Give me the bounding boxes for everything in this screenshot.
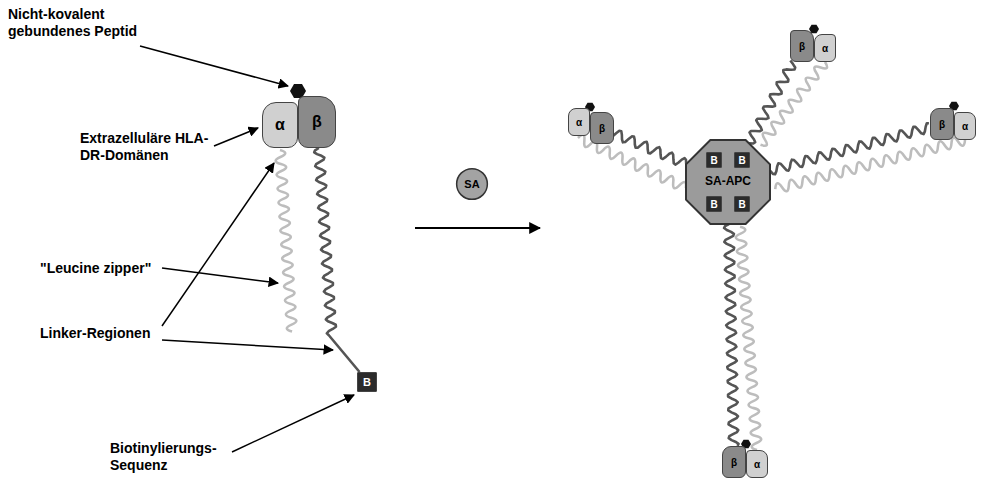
node-label: SA bbox=[464, 178, 479, 190]
part-label: Biotinylierungs- Sequenz bbox=[110, 440, 235, 474]
alpha-domain: α bbox=[568, 108, 590, 136]
reaction-arrow bbox=[415, 227, 540, 229]
part-label: "Leucine zipper" bbox=[40, 260, 160, 277]
leader-line bbox=[140, 46, 288, 86]
biotin-tag: B bbox=[706, 152, 722, 168]
alpha-zipper-strand bbox=[275, 150, 297, 332]
node-label: SA-APC bbox=[705, 175, 751, 188]
node-label: B bbox=[710, 155, 717, 166]
leader-line bbox=[162, 340, 333, 350]
leader-line bbox=[162, 163, 274, 326]
beta-domain: β bbox=[722, 446, 746, 478]
alpha-domain: α bbox=[262, 102, 298, 148]
node-label: B bbox=[710, 199, 717, 210]
biotin-tag: B bbox=[734, 196, 750, 212]
alpha-zipper-strand bbox=[757, 59, 829, 148]
biotin-tag: B bbox=[357, 372, 377, 392]
beta-zipper-strand bbox=[770, 123, 929, 174]
alpha-domain: α bbox=[954, 112, 976, 140]
node-label: β bbox=[599, 123, 605, 134]
beta-domain: β bbox=[930, 108, 954, 140]
sa-apc-octagon: SA-APC B B B B bbox=[686, 140, 770, 224]
octagon-fill bbox=[686, 140, 770, 224]
part-label: Linker-Regionen bbox=[40, 325, 160, 342]
part-label: Nicht-kovalent gebundenes Peptid bbox=[8, 6, 173, 40]
node-label: α bbox=[754, 459, 760, 470]
node-label: B bbox=[363, 376, 371, 388]
node-label: β bbox=[731, 457, 737, 468]
node-label: α bbox=[576, 117, 582, 128]
node-label: α bbox=[962, 121, 968, 132]
leader-line bbox=[162, 268, 278, 283]
node-label: B bbox=[738, 155, 745, 166]
leader-line bbox=[214, 128, 258, 146]
beta-domain: β bbox=[298, 96, 336, 148]
node-label: α bbox=[822, 43, 828, 54]
node-label: B bbox=[738, 199, 745, 210]
alpha-domain: α bbox=[814, 34, 836, 62]
node-label: α bbox=[275, 116, 285, 134]
node-label: β bbox=[939, 119, 945, 130]
biotin-tag: B bbox=[734, 152, 750, 168]
biotin-tag: B bbox=[706, 196, 722, 212]
beta-zipper-strand bbox=[749, 60, 795, 143]
alpha-domain: α bbox=[746, 450, 768, 478]
beta-domain: β bbox=[790, 30, 814, 62]
beta-zipper-strand bbox=[724, 224, 738, 446]
beta-zipper-strand bbox=[314, 148, 359, 372]
streptavidin-circle: SA bbox=[456, 168, 488, 200]
part-label: Extrazelluläre HLA-DR-Domänen bbox=[80, 130, 230, 164]
node-label: β bbox=[799, 41, 805, 52]
leader-line bbox=[232, 395, 354, 452]
circle-fill bbox=[457, 169, 488, 200]
beta-zipper-strand bbox=[613, 131, 687, 165]
beta-domain: β bbox=[590, 112, 614, 144]
node-label: β bbox=[312, 113, 322, 131]
